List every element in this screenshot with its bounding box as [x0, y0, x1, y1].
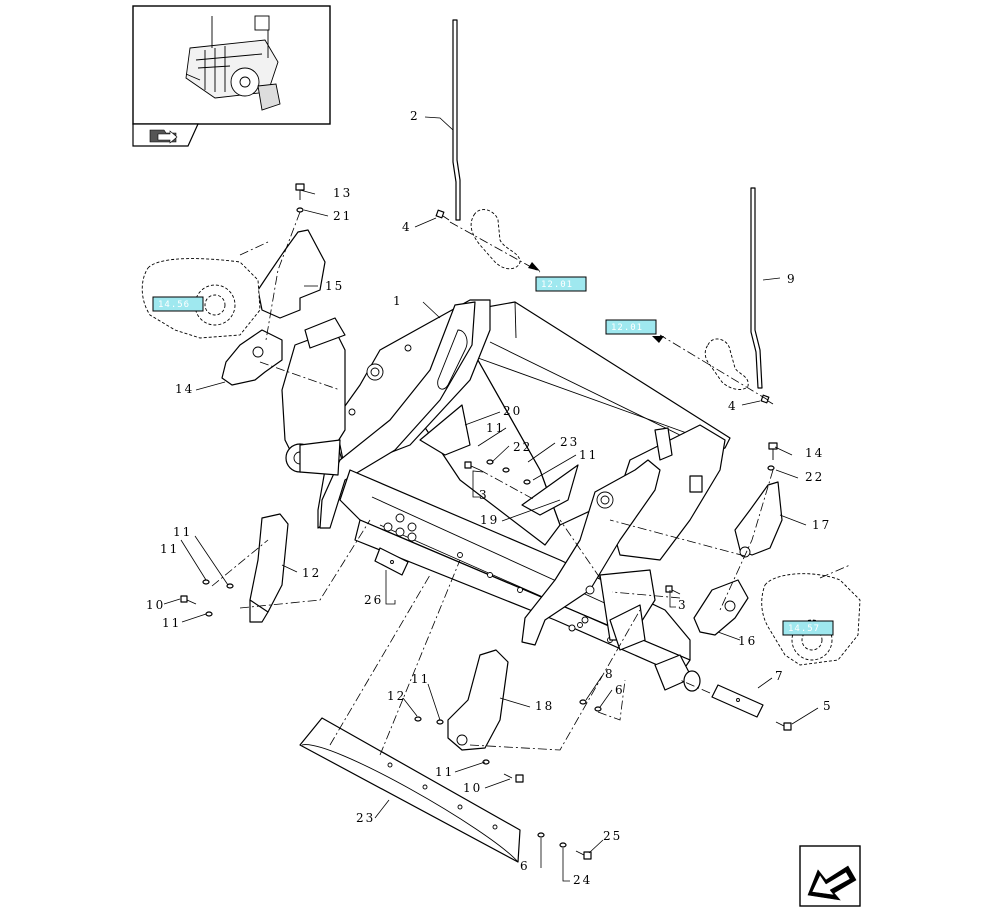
- callout-19: 18: [535, 699, 554, 713]
- guard-19: [447, 649, 509, 751]
- ref-tag-12-01-b[interactable]: 12.01: [605, 319, 657, 335]
- callout-11d: 11: [435, 765, 454, 779]
- tie-rod-right: [750, 187, 763, 389]
- shield-16: [257, 229, 326, 319]
- folder-arrow-icon: [149, 129, 178, 144]
- callout-22b: 22: [805, 470, 824, 484]
- callout-4a: 4: [402, 220, 412, 234]
- tie-rod-left: [452, 19, 461, 221]
- svg-text:12.01: 12.01: [611, 323, 643, 333]
- callout-16: 15: [325, 279, 344, 293]
- plate-27: [374, 547, 409, 576]
- callout-14a: 13: [333, 186, 352, 200]
- callout-22a: 21: [333, 209, 352, 223]
- main-frame: [281, 299, 731, 692]
- assembly-centerlines: [211, 211, 774, 756]
- ref-tag-14-56[interactable]: 14.56: [152, 296, 204, 312]
- callout-labels: 1 2 3 3 4 4 5 6 6 7 8 9 10 10 11 11 11 1…: [146, 109, 833, 887]
- callout-6b: 6: [520, 859, 530, 873]
- gearbox-left-ghost: [141, 241, 269, 339]
- callout-23a: 22: [513, 440, 532, 454]
- guard-13: [249, 513, 289, 623]
- callout-3b: 3: [678, 598, 688, 612]
- overview-thumbnail[interactable]: [132, 5, 331, 125]
- callout-5: 5: [823, 699, 833, 713]
- plate-7: [711, 684, 764, 718]
- ref-arrows: [528, 262, 664, 343]
- callout-2: 2: [410, 109, 420, 123]
- leader-lines: [163, 116, 819, 882]
- callout-9: 9: [787, 272, 797, 286]
- callout-4b: 4: [728, 399, 738, 413]
- callout-25: 24: [573, 873, 592, 887]
- shield-15: [221, 329, 283, 386]
- trough-24: [299, 717, 521, 863]
- callout-24: 23: [356, 811, 375, 825]
- callout-18: 17: [812, 518, 831, 532]
- callout-21: 20: [503, 404, 522, 418]
- callout-1: 1: [393, 294, 403, 308]
- svg-text:14.56: 14.56: [158, 300, 190, 310]
- callout-7: 7: [775, 669, 785, 683]
- callout-14b: 14: [805, 446, 824, 460]
- thumbnail-nav-tab[interactable]: [132, 123, 199, 147]
- callout-11a: 11: [173, 525, 192, 539]
- callout-15: 14: [175, 382, 194, 396]
- callout-17: 16: [738, 634, 757, 648]
- shield-17: [693, 579, 749, 636]
- gearbox-right-ghost: [761, 564, 861, 666]
- callout-11c: 11: [411, 672, 430, 686]
- callout-6a: 6: [615, 683, 625, 697]
- callout-27: 26: [364, 593, 383, 607]
- shield-18: [734, 481, 783, 558]
- callout-26: 25: [603, 829, 622, 843]
- callout-12b: 12: [387, 689, 406, 703]
- ref-tag-14-57[interactable]: 14.57: [782, 620, 834, 636]
- back-nav-button[interactable]: [799, 845, 861, 907]
- ref-tag-12-01-a[interactable]: 12.01: [535, 276, 587, 292]
- callout-10a: 10: [146, 598, 165, 612]
- back-arrow-icon: [807, 865, 857, 901]
- callout-11b: 11: [162, 616, 181, 630]
- svg-text:12.01: 12.01: [541, 280, 573, 290]
- callout-8: 8: [605, 667, 615, 681]
- callout-11e: 11: [486, 421, 505, 435]
- callout-10b: 10: [463, 781, 482, 795]
- callout-12a: 11: [160, 542, 179, 556]
- callout-20: 19: [480, 513, 499, 527]
- svg-text:14.57: 14.57: [788, 624, 820, 634]
- callout-11f: 11: [579, 448, 598, 462]
- callout-23b: 23: [560, 435, 579, 449]
- callout-13: 12: [302, 566, 321, 580]
- callout-3a: 3: [479, 488, 489, 502]
